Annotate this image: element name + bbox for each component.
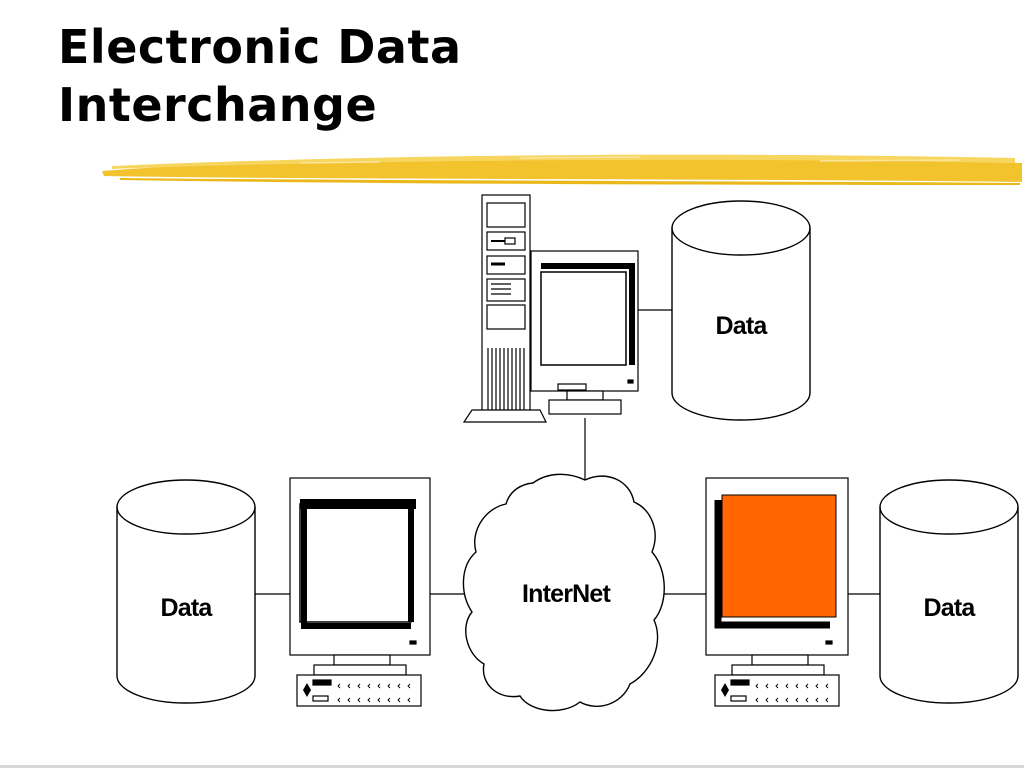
left-computer <box>289 477 431 707</box>
internet-cloud: InterNet <box>462 473 665 712</box>
slide-title: Electronic Data Interchange <box>58 18 462 134</box>
data-store-left-label: Data <box>161 594 214 622</box>
data-store-top-label: Data <box>716 312 769 340</box>
data-store-top: Data <box>671 200 811 421</box>
connection-lines <box>255 309 880 595</box>
server-monitor <box>530 250 639 415</box>
right-computer <box>705 477 849 707</box>
data-store-right-label: Data <box>924 594 977 622</box>
slide-title-line-1: Electronic Data <box>58 20 462 74</box>
data-store-right: Data <box>879 479 1019 704</box>
server-tower <box>462 194 547 423</box>
slide-title-line-2: Interchange <box>58 78 378 132</box>
bottom-rule <box>0 765 1024 768</box>
data-store-left: Data <box>116 479 256 704</box>
title-underline-brush <box>102 154 1022 185</box>
internet-label: InterNet <box>522 580 612 608</box>
